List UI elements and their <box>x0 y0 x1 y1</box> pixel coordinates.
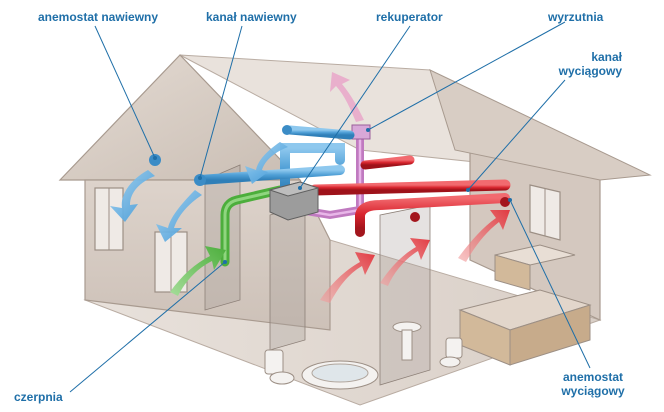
label-kanal-wyciagowy-line1: kanał <box>591 50 622 64</box>
extract-arrow-2 <box>380 238 430 286</box>
extract-air-arrows <box>320 210 510 303</box>
label-anemostat-wyciagowy-line2: wyciągowy <box>561 384 625 398</box>
label-czerpnia: czerpnia <box>14 390 63 404</box>
leader-rekuperator <box>299 25 411 189</box>
label-anemostat-wyciagowy-line1: anemostat <box>562 370 624 384</box>
label-kanal-wyciagowy: kanał wyciągowy <box>550 50 622 78</box>
toilet <box>264 349 295 385</box>
exhaust-arrow <box>330 72 364 122</box>
leader-kanal-nawiewny <box>199 25 243 179</box>
bathtub <box>301 360 379 390</box>
label-kanal-wyciagowy-line2: wyciągowy <box>558 64 622 78</box>
supply-arrow-1 <box>110 170 155 222</box>
extract-arrow-1 <box>320 252 375 303</box>
partition-2 <box>269 204 306 351</box>
label-wyrzutnia: wyrzutnia <box>548 10 604 24</box>
kitchen-counter <box>458 244 592 366</box>
roof-front-slope <box>429 69 652 181</box>
leader-wyrzutnia <box>367 21 566 131</box>
sink <box>392 321 422 361</box>
intake-arrow <box>170 246 226 296</box>
leader-czerpnia <box>69 261 226 393</box>
label-rekuperator: rekuperator <box>376 10 443 24</box>
leader-anemostat-wyciagowy <box>509 199 591 369</box>
intake-duct <box>220 185 285 267</box>
supply-air-arrows <box>110 142 288 242</box>
label-anemostat-nawiewny: anemostat nawiewny <box>38 10 159 24</box>
window-right <box>529 184 561 241</box>
recuperator-unit <box>268 181 320 221</box>
label-anemostat-wyciagowy: anemostat wyciągowy <box>548 370 638 398</box>
toilet-2 <box>439 337 463 368</box>
supply-arrow-3 <box>245 142 288 184</box>
extract-duct <box>309 155 511 237</box>
leader-anemostat-nawiewny <box>94 25 156 159</box>
label-kanal-nawiewny: kanał nawiewny <box>206 10 297 24</box>
leader-lines <box>69 21 591 393</box>
extract-arrow-3 <box>458 210 510 262</box>
window-left <box>94 187 124 251</box>
leader-kanal-wyciagowy <box>467 79 566 191</box>
supply-arrow-2 <box>156 190 202 242</box>
leader-dots <box>153 128 512 264</box>
